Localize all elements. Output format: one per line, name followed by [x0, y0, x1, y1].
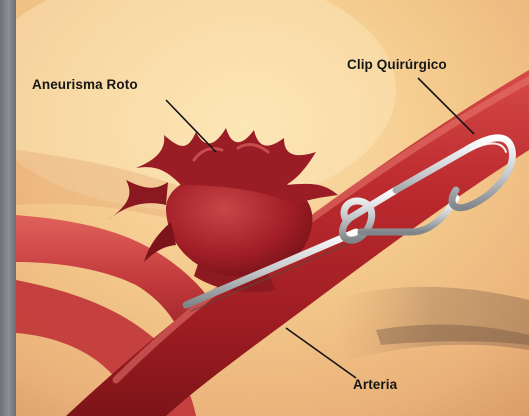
- clip-label: Clip Quirúrgico: [347, 57, 447, 72]
- aneurysm-clip-illustration: [16, 0, 529, 416]
- artery-label: Arteria: [353, 377, 397, 392]
- aneurysm-label: Aneurisma Roto: [32, 77, 138, 92]
- left-frame-border: [0, 0, 16, 416]
